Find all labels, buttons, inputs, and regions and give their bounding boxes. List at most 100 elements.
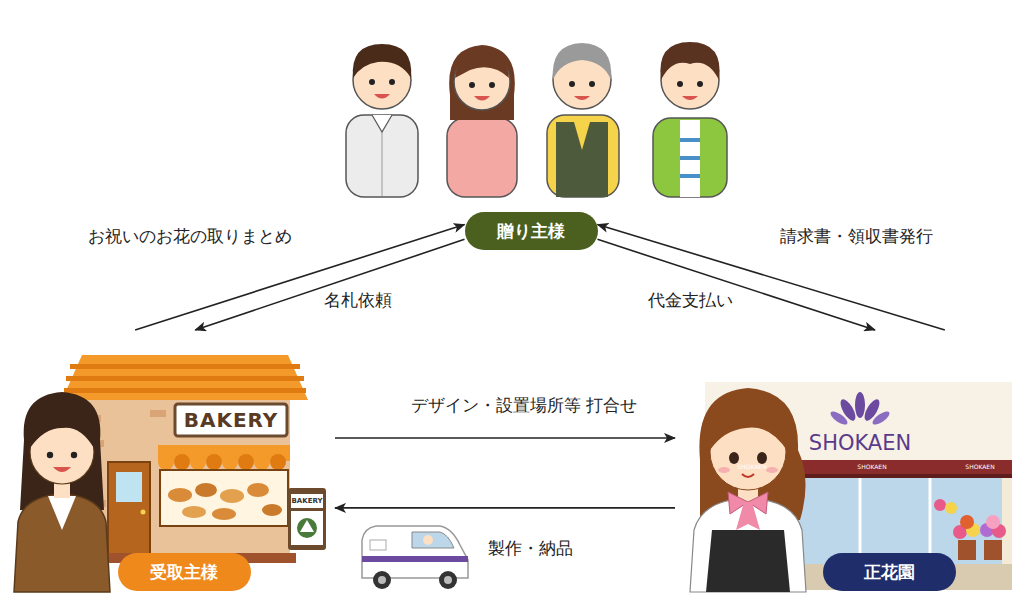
flower-shop-part (960, 515, 974, 529)
flower-shop-part (958, 540, 976, 560)
florist-woman-part (729, 452, 739, 464)
delivery-van (362, 526, 468, 589)
florist-woman-part (736, 502, 760, 530)
person-figure-part (553, 43, 612, 80)
person-figure-part (372, 115, 392, 132)
bakery-building-part (175, 404, 287, 436)
person-figure-part (474, 96, 490, 101)
bakery-building-part (182, 506, 206, 518)
bakery-building-part (150, 410, 166, 417)
florist-woman-part (699, 388, 805, 520)
recipient-woman-part (20, 392, 104, 510)
person-figure-part (389, 79, 395, 85)
bakery-building-part (141, 510, 146, 515)
flow-label: 代金支払い (645, 289, 736, 311)
person-figure-part (682, 96, 698, 100)
bakery-building-part (108, 462, 150, 555)
flow-label: デザイン・設置場所等 打合せ (408, 394, 640, 416)
flow-label: 製作・納品 (485, 537, 576, 559)
person-figure (653, 42, 727, 197)
person-figure (547, 43, 619, 197)
flower-shop-part (871, 409, 892, 427)
flow-label: お祝いのお花の取りまとめ (85, 225, 295, 247)
flow-arrow (335, 437, 675, 439)
flower-shop-part (984, 540, 1002, 560)
delivery-van-part (439, 571, 457, 589)
person-figure-part (353, 44, 412, 78)
bakery-building-part (288, 488, 326, 550)
bakery-building-part (254, 454, 270, 470)
awning-text: SHOKAEN (857, 464, 886, 470)
person-figure-part (455, 52, 509, 78)
recipient-woman-part (71, 452, 77, 458)
bakery-building-part (62, 355, 308, 400)
person-figure-part (447, 118, 517, 197)
person-figure-part (489, 82, 495, 88)
shop-logo-text: SHOKAEN (809, 433, 911, 454)
person-figure-part (469, 82, 475, 88)
bakery-building-part (222, 454, 238, 470)
florist-woman-part (710, 406, 788, 452)
delivery-van-part (362, 526, 468, 578)
person-figure-part (677, 81, 683, 87)
bakery-building-part (158, 454, 174, 470)
bakery-building-part (190, 454, 206, 470)
person-figure-part (574, 96, 590, 100)
bakery-building-part (262, 504, 282, 516)
person-figure-part (369, 79, 375, 85)
bakery-building-part (212, 508, 236, 520)
person-figure (447, 45, 517, 197)
person-figure-part (680, 138, 700, 142)
florist-woman-part (757, 452, 767, 464)
bakery-building-part (291, 494, 323, 508)
flower-shop-part (934, 499, 946, 511)
bakery-building-part (297, 518, 317, 538)
person-figure-part (547, 115, 619, 197)
bakery-building-part (291, 511, 323, 545)
florist-woman-part (742, 474, 754, 477)
flow-arrow (598, 239, 876, 330)
flow-label: 名札依頼 (321, 289, 395, 311)
flower-shop-part (929, 478, 932, 564)
flower-shop-part (859, 478, 862, 564)
recipient-woman (14, 392, 110, 592)
bakery-building-part (174, 454, 190, 470)
delivery-van-part (370, 540, 386, 550)
florist-woman-part (690, 498, 806, 592)
bakery-building-part (238, 454, 254, 470)
person-figure-part (449, 45, 515, 120)
florist-woman (690, 388, 806, 592)
board-sign-text: BAKERY (291, 498, 322, 505)
flower-shop-part (829, 409, 850, 427)
bakery-building-part (80, 400, 290, 555)
florist-woman-part (706, 530, 790, 592)
flower-shop-part (986, 515, 1000, 529)
person-figure-part (680, 174, 700, 178)
person-figure-part (569, 81, 575, 87)
recipient-badge: 受取主様 (118, 553, 251, 591)
recipient-woman-part (14, 494, 110, 592)
person-figure-part (680, 156, 700, 160)
flower-shop-part (945, 502, 957, 514)
flow-arrow (598, 225, 945, 330)
delivery-van-part (444, 576, 452, 584)
recipient-woman-part (47, 452, 53, 458)
shop-sign-text: BAKERY (184, 410, 279, 430)
awning-text: SHOKAEN (737, 464, 766, 470)
delivery-van-part (362, 556, 468, 562)
bakery-building-part (64, 388, 306, 393)
flow-arrow (195, 239, 464, 330)
person-figure-part (346, 115, 418, 197)
flow-label: 請求書・領収書発行 (777, 225, 936, 247)
bakery-building-part (160, 470, 288, 526)
bakery-building-part (66, 376, 304, 381)
bakery-building-part (300, 520, 314, 532)
person-figure-part (697, 81, 703, 87)
bakery-building-part (116, 472, 142, 502)
awning-text: SHOKAEN (965, 464, 994, 470)
recipient-group: 受取主様 (10, 330, 335, 592)
recipient-woman-part (30, 410, 94, 448)
bakery-building-part (247, 483, 269, 497)
person-figure-part (556, 122, 608, 197)
